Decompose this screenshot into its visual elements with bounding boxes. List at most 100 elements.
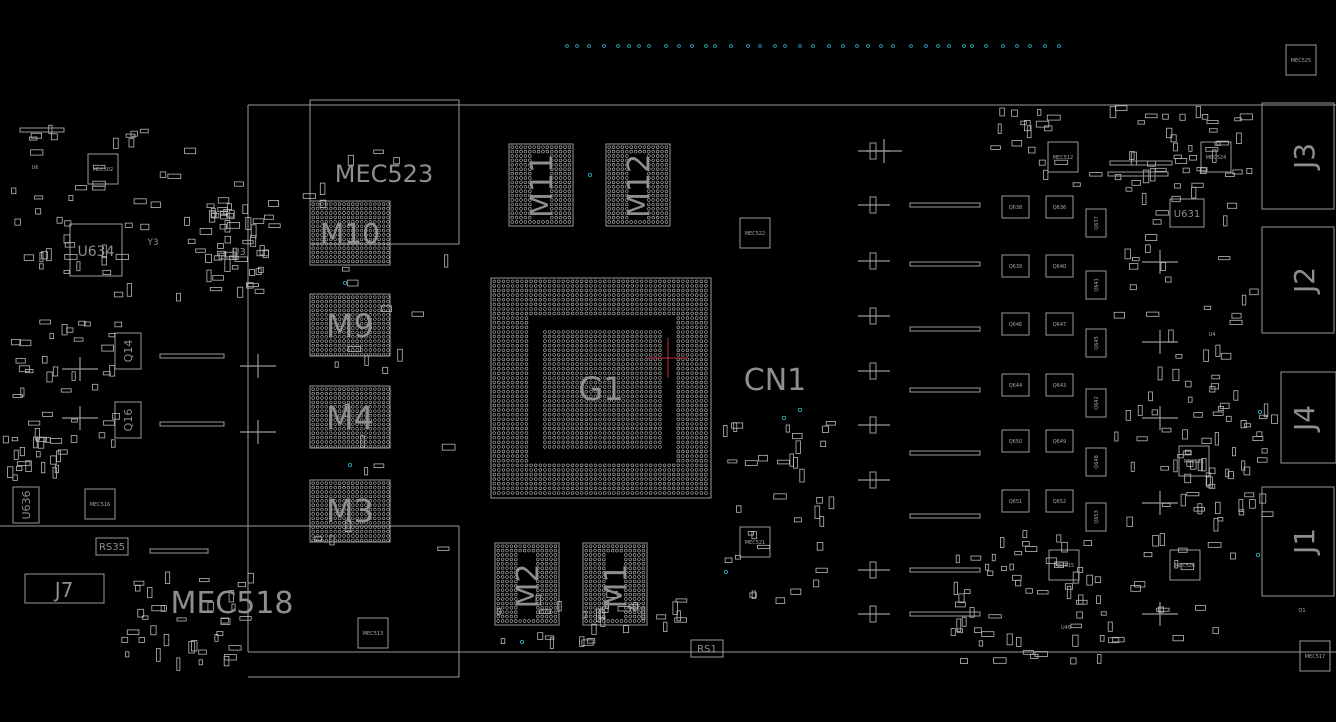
q642-outline — [1085, 388, 1107, 418]
smd-pad — [1100, 611, 1107, 616]
smd-pad — [347, 154, 354, 166]
smd-pad — [1239, 113, 1253, 121]
smd-pad — [988, 614, 1002, 619]
label-mec524: MEC524 — [1206, 155, 1227, 161]
smd-pad — [239, 616, 252, 621]
smd-pad — [1207, 542, 1222, 548]
smd-pad — [92, 383, 99, 391]
smd-pad — [93, 164, 106, 170]
smd-pad — [212, 275, 224, 281]
smd-pad — [11, 187, 17, 195]
smd-pad — [49, 333, 55, 340]
smd-pad — [1011, 109, 1018, 117]
smd-pad — [1037, 590, 1049, 595]
smd-pad — [1130, 461, 1135, 472]
testpoint — [677, 44, 681, 48]
smd-pad — [985, 563, 990, 571]
label-mec522: MEC522 — [745, 231, 766, 237]
smd-pad — [1216, 140, 1229, 146]
testpoint — [798, 44, 802, 48]
smd-pad — [964, 589, 971, 595]
smd-pad — [1218, 256, 1231, 261]
testpoint — [616, 44, 620, 48]
inductor-pad — [869, 605, 877, 623]
smd-pad — [792, 432, 803, 440]
smd-pad — [60, 388, 72, 393]
smd-pad — [1089, 172, 1103, 177]
smd-pad — [1174, 560, 1179, 569]
smd-pad — [582, 611, 587, 619]
label-u631: U631 — [1174, 209, 1200, 220]
testpoint — [713, 44, 717, 48]
label-j7: J7 — [53, 578, 74, 602]
testpoint — [962, 44, 966, 48]
smd-pad — [1035, 120, 1050, 128]
smd-pad — [48, 124, 53, 134]
smd-pad — [45, 248, 52, 262]
smd-pad — [1209, 128, 1218, 133]
j3-connector-outline — [1261, 102, 1335, 210]
smd-pad — [981, 631, 995, 638]
label-m12: M12 — [622, 154, 657, 218]
label-mec516: MEC516 — [90, 502, 111, 508]
smd-pad — [1186, 492, 1200, 497]
smd-pad — [27, 420, 41, 426]
smd-pad — [641, 606, 646, 620]
smd-pad — [1261, 448, 1268, 454]
smd-pad — [411, 311, 424, 317]
smd-pad — [1173, 142, 1178, 152]
smd-pad — [319, 199, 327, 208]
m3-chip — [309, 479, 391, 543]
smd-pad — [1205, 472, 1211, 486]
smd-pad — [1170, 134, 1177, 143]
smd-pad — [1191, 182, 1204, 188]
connector-strip — [159, 353, 225, 359]
q637-outline — [1085, 208, 1107, 238]
inductor-pad — [869, 307, 877, 325]
smd-pad — [623, 625, 630, 634]
rs1-outline — [690, 639, 724, 658]
q645-outline — [1085, 328, 1107, 358]
testpoints — [342, 44, 1263, 645]
smd-pad — [675, 598, 688, 603]
smd-pad — [970, 555, 982, 561]
smd-pad — [373, 149, 384, 154]
smd-pad — [1022, 650, 1034, 655]
testpoint — [602, 44, 606, 48]
smd-pad — [953, 581, 958, 596]
smd-pad — [820, 440, 827, 448]
smd-pad — [41, 461, 46, 474]
g1-chip — [490, 277, 712, 499]
label-q649: Q649 — [1053, 439, 1066, 445]
smd-pad — [1145, 234, 1158, 241]
smd-pad — [1099, 635, 1105, 642]
smd-pad — [956, 618, 962, 632]
label-m1: M1 — [599, 564, 634, 609]
q653-outline — [1085, 502, 1107, 532]
j2-connector-outline — [1261, 226, 1335, 334]
label-q636: Q636 — [1053, 205, 1066, 211]
smd-pad — [598, 609, 605, 620]
smd-pad — [1263, 403, 1269, 418]
smd-pad — [209, 287, 223, 292]
label-mec513: MEC513 — [363, 631, 384, 637]
smd-pad — [1126, 516, 1133, 527]
smd-pad — [206, 269, 212, 283]
smd-pad — [960, 658, 968, 664]
smd-pad — [64, 220, 72, 227]
smd-pad — [1156, 607, 1170, 612]
smd-pad — [34, 195, 44, 200]
smd-pad — [302, 193, 316, 199]
smd-pad — [1210, 383, 1220, 390]
smd-pad — [1241, 294, 1247, 306]
smd-pad — [159, 171, 167, 178]
smd-pad — [1075, 599, 1088, 605]
smd-pad — [591, 623, 597, 635]
smd-pad — [128, 138, 135, 148]
testpoint — [520, 640, 525, 645]
smd-pad — [990, 145, 1001, 150]
smd-pad — [160, 605, 167, 612]
smd-pad — [198, 649, 207, 655]
smd-pad — [345, 519, 352, 533]
label-m10: M10 — [320, 217, 380, 250]
